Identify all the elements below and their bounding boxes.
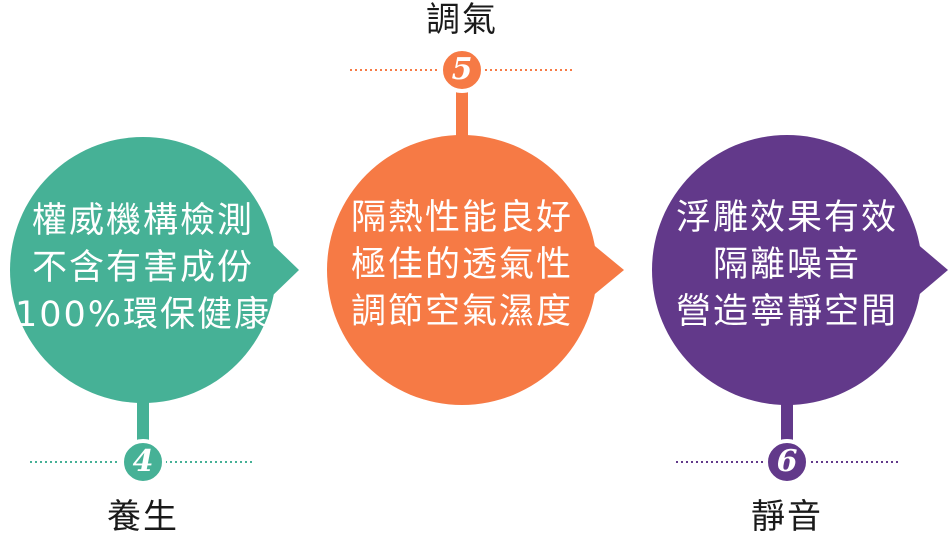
step-5-graphic: [327, 47, 624, 405]
step-5-number-circle: [439, 47, 485, 93]
step-4-graphic: [10, 137, 299, 485]
step-6-graphic: [652, 135, 948, 485]
step-5-description: 隔熱性能良好 極佳的透氣性 調節空氣濕度: [332, 195, 592, 336]
step-4-line-3: 100%環保健康: [14, 295, 272, 335]
step-4-bubble: [10, 137, 276, 403]
step-4-line-2: 不含有害成份: [31, 248, 254, 288]
step-6-stem: [781, 395, 793, 445]
step-6-line-2: 隔離噪音: [712, 245, 861, 285]
step-6-pointer: [915, 242, 948, 298]
step-4-number-circle: [120, 439, 166, 485]
step-6-line-1: 浮雕效果有效: [675, 198, 898, 238]
step-4-stem: [137, 395, 149, 445]
step-4-caption: 養生: [107, 497, 179, 537]
step-6-line-3: 營造寧靜空間: [675, 292, 898, 332]
step-5-caption: 調氣: [426, 0, 498, 40]
step-5-line-1: 隔熱性能良好: [350, 198, 573, 238]
step-5-stem: [456, 88, 468, 138]
step-6-description: 浮雕效果有效 隔離噪音 營造寧靜空間: [657, 195, 917, 336]
step-6-number: 6: [776, 444, 798, 479]
step-6-number-circle: [764, 439, 810, 485]
step-4-number: 4: [132, 444, 154, 479]
step-5-number: 5: [451, 52, 473, 87]
step-6-bubble: [652, 135, 922, 405]
step-4-line-1: 權威機構檢測: [31, 201, 254, 241]
step-4-description: 權威機構檢測 不含有害成份 100%環保健康: [13, 198, 273, 339]
step-6-caption: 靜音: [751, 497, 823, 537]
step-5-pointer: [590, 242, 624, 298]
step-5-line-2: 極佳的透氣性: [350, 245, 573, 285]
step-5-bubble: [327, 135, 597, 405]
step-5-line-3: 調節空氣濕度: [350, 292, 573, 332]
step-4-pointer: [270, 242, 299, 298]
